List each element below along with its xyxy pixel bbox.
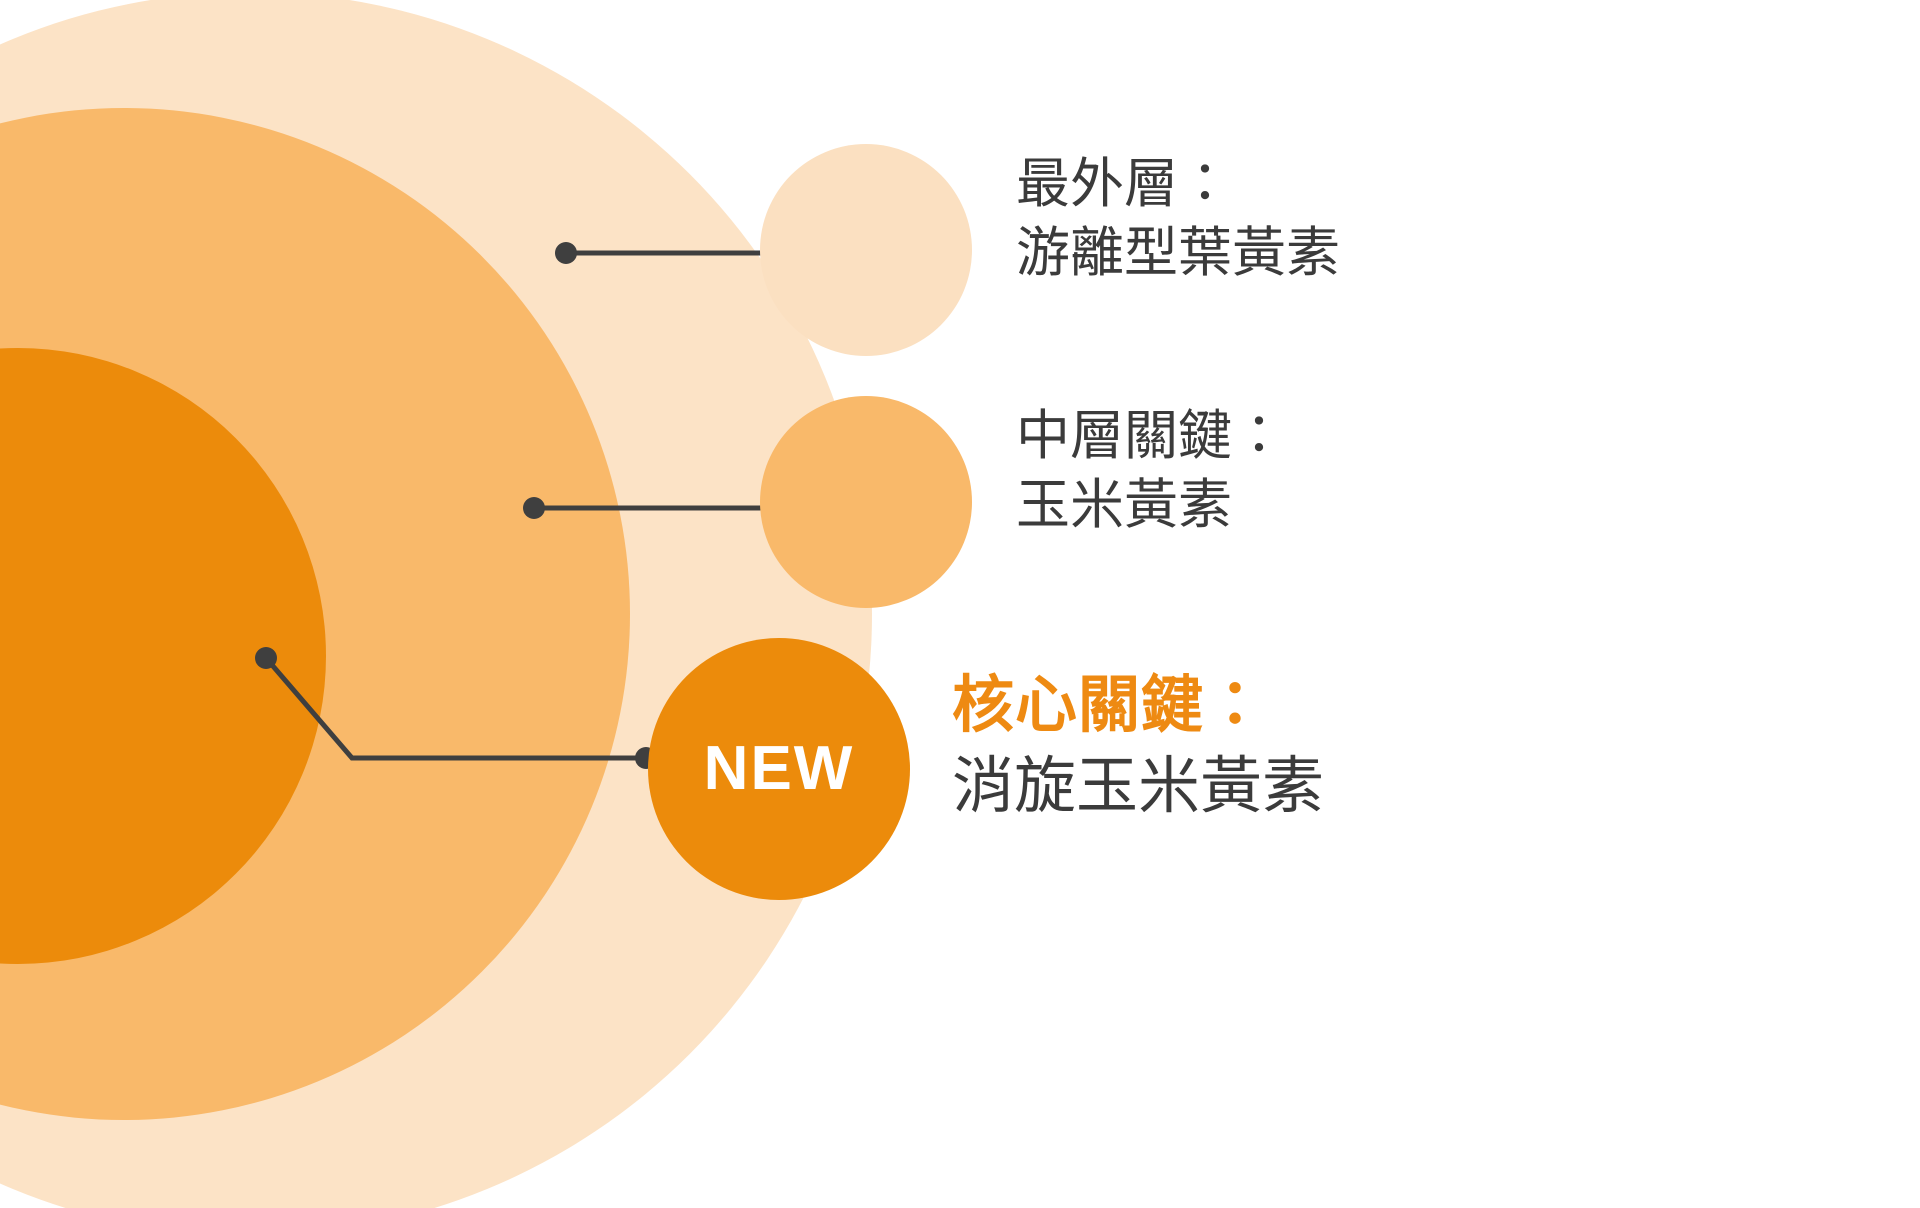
label-heading-outer: 最外層： xyxy=(1016,154,1232,214)
label-block-outer: 最外層： 游離型葉黃素 xyxy=(1016,150,1340,288)
legend-bubble-outer xyxy=(760,144,972,356)
connector-dot-middle-start xyxy=(523,497,545,519)
connector-line-core xyxy=(264,656,646,761)
label-body-outer: 游離型葉黃素 xyxy=(1016,223,1340,284)
connector-dot-outer-start xyxy=(555,242,577,264)
label-block-middle: 中層關鍵： 玉米黃素 xyxy=(1016,402,1286,540)
label-heading-core: 核心關鍵： xyxy=(952,671,1268,740)
label-body-core: 消旋玉米黃素 xyxy=(952,751,1325,821)
connector-dot-core-start xyxy=(255,647,277,669)
legend-bubble-core: NEW xyxy=(648,638,910,900)
new-badge-label: NEW xyxy=(703,734,855,803)
legend-bubble-middle xyxy=(760,396,972,608)
label-block-core: 核心關鍵： 消旋玉米黃素 xyxy=(952,666,1324,827)
label-heading-middle: 中層關鍵： xyxy=(1016,406,1286,466)
label-body-middle: 玉米黃素 xyxy=(1016,475,1232,536)
